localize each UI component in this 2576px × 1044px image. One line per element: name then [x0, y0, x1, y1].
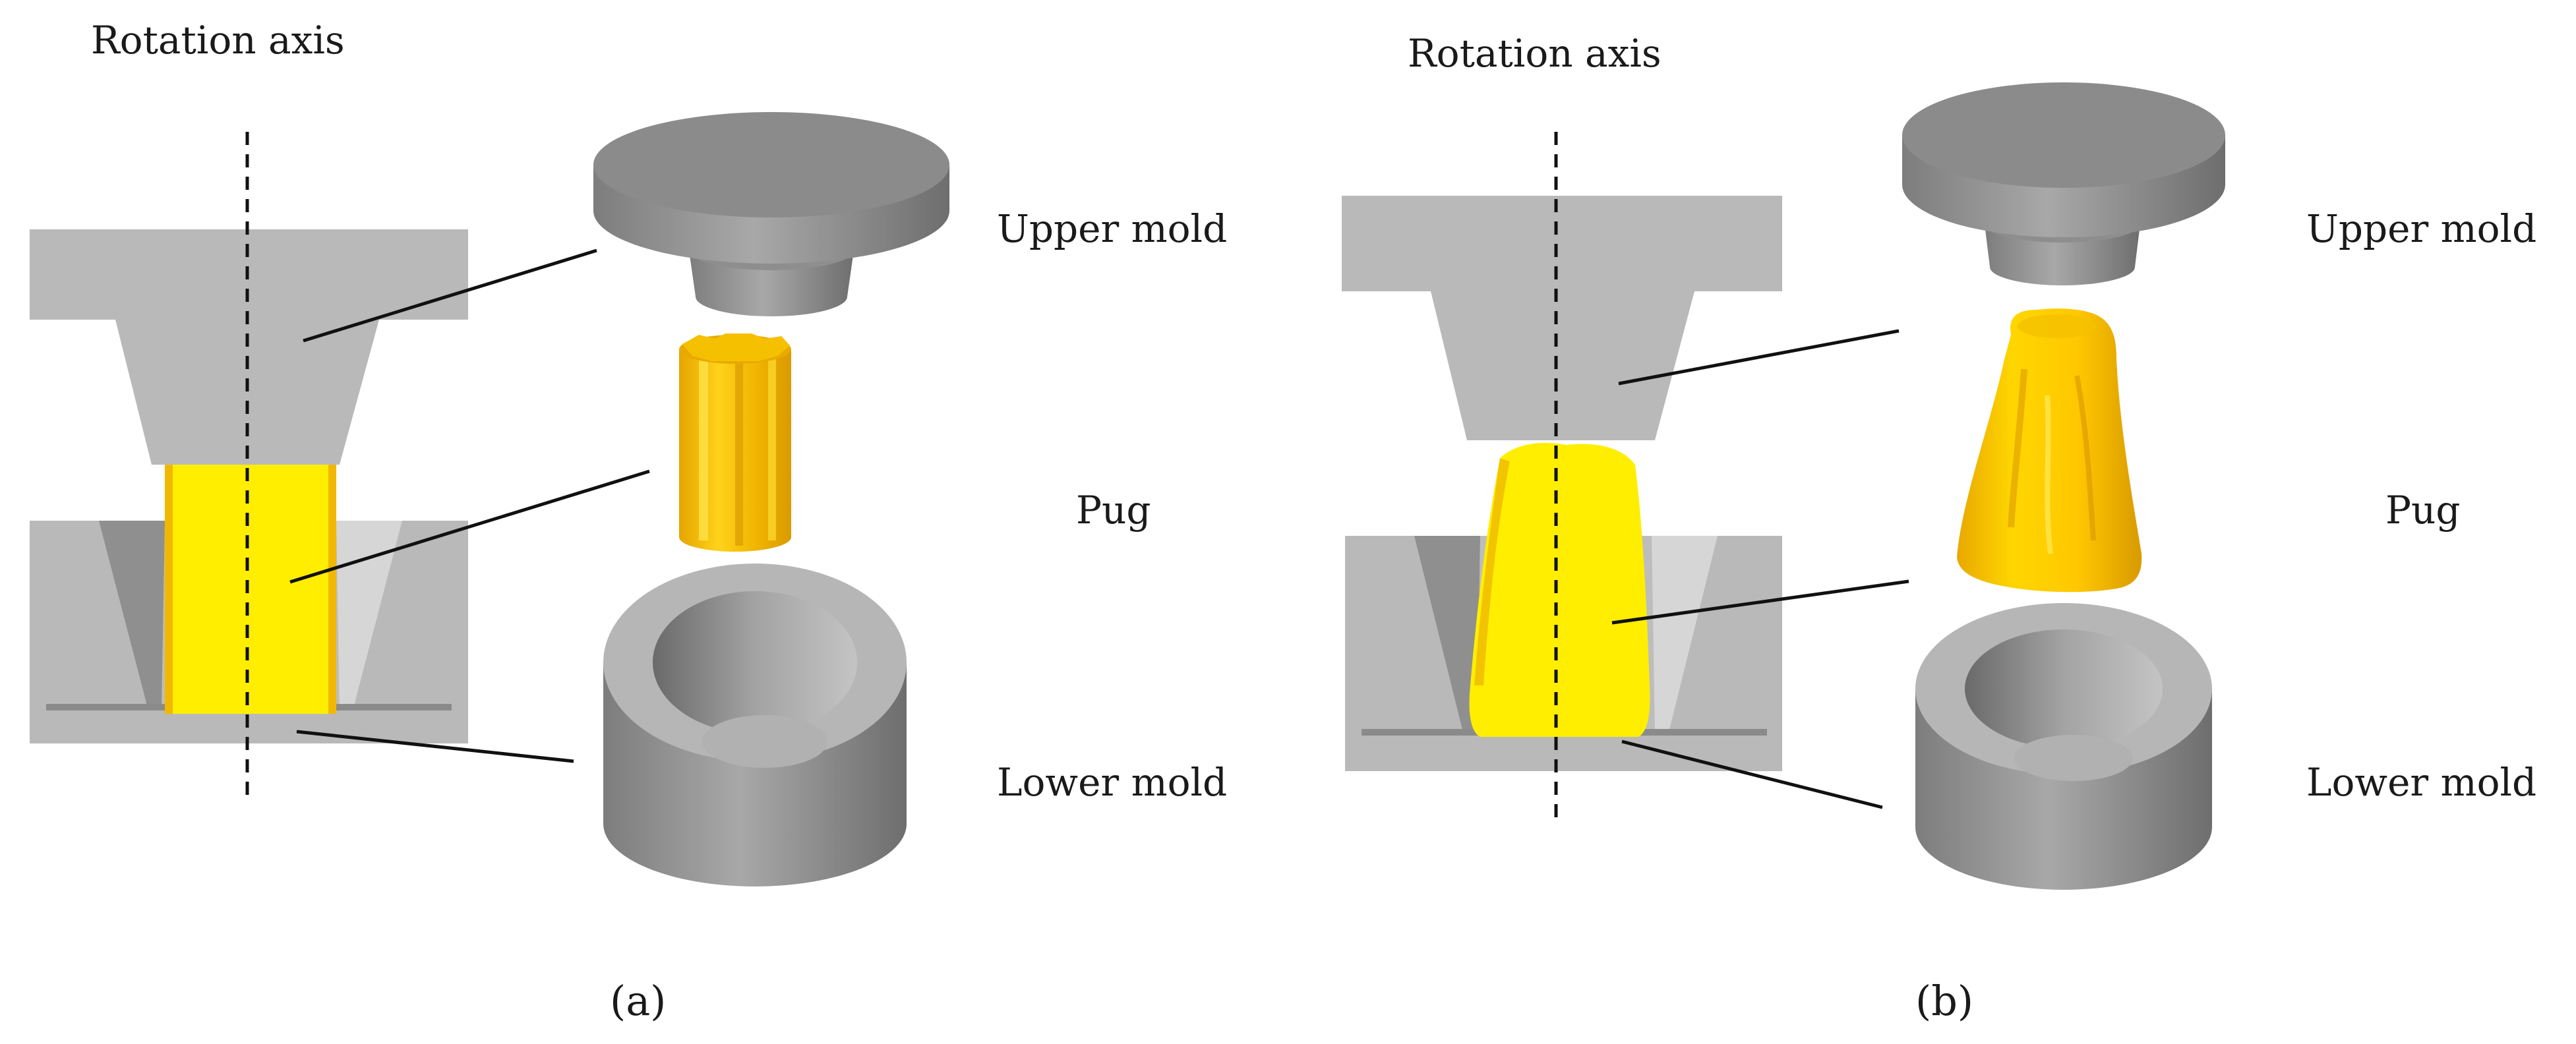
- panel-b: [1342, 82, 2225, 890]
- label-pug-b: Pug: [2385, 488, 2461, 533]
- label-lower-mold-a: Lower mold: [997, 760, 1228, 805]
- leader-line-upper-mold-b: [1618, 329, 1900, 386]
- panel-a: [30, 112, 949, 886]
- label-rotation-axis-a: Rotation axis: [91, 18, 345, 63]
- leader-line-pug-b: [1611, 579, 1909, 625]
- section-b-cavity-shade-right: [1652, 536, 1718, 735]
- section-b-cavity-shade-left: [1414, 536, 1480, 735]
- leader-line-upper-mold-a: [303, 248, 597, 343]
- section-a-pug-edge-right: [328, 465, 336, 714]
- pug-3d-b: [1957, 308, 2142, 593]
- leader-line-lower-mold-a: [296, 730, 574, 763]
- section-b-pug: [1469, 442, 1650, 737]
- upper-mold-3d-b: [1902, 82, 2225, 285]
- section-b-pug-shade: [1474, 458, 1510, 685]
- label-upper-mold-b: Upper mold: [2306, 206, 2537, 251]
- section-b-upper-mold: [1342, 196, 1782, 440]
- section-a-cavity-shade-right: [336, 521, 402, 710]
- lower-mold-3d-a: [603, 564, 907, 886]
- caption-a: (a): [610, 977, 667, 1025]
- leader-line-pug-a: [289, 469, 650, 584]
- leader-line-lower-mold-b: [1621, 740, 1883, 809]
- pug-3d-a: [679, 334, 791, 552]
- section-a-pug-edge-left: [165, 465, 173, 714]
- label-rotation-axis-b: Rotation axis: [1408, 31, 1662, 76]
- section-a-upper-mold: [30, 229, 468, 465]
- label-upper-mold-a: Upper mold: [997, 206, 1228, 251]
- lower-mold-3d-b: [1915, 603, 2212, 890]
- upper-mold-3d-a: [593, 112, 949, 316]
- section-a-pug: [165, 465, 336, 714]
- label-lower-mold-b: Lower mold: [2306, 760, 2537, 805]
- caption-b: (b): [1915, 977, 1974, 1025]
- label-pug-a: Pug: [1076, 488, 1151, 533]
- section-a-cavity-shade-left: [99, 521, 165, 710]
